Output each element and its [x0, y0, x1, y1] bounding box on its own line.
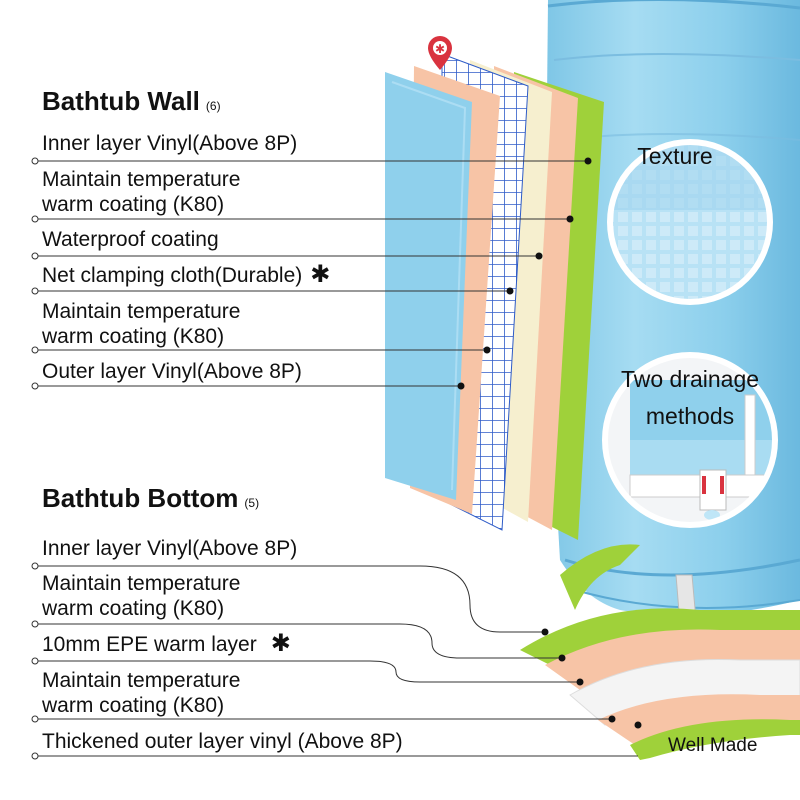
wall-layer-outer-vinyl — [385, 72, 472, 500]
wall-leader-dots — [457, 157, 592, 390]
wall-layer-count: (6) — [205, 99, 221, 113]
wall-layer-label-text: Net clamping cloth(Durable) — [42, 264, 303, 287]
wall-layer-label: Maintain temperature — [42, 168, 241, 191]
well-made-label: Well Made — [668, 735, 758, 756]
bottom-leader-lines — [35, 565, 638, 757]
wall-layer-label: Net clamping cloth(Durable) ✱ — [42, 262, 330, 288]
wall-heading: Bathtub Wall (6) — [42, 86, 221, 121]
bottom-layer-label-text: 10mm EPE warm layer — [42, 633, 257, 656]
drainage-label-line1: Two drainage — [620, 366, 760, 392]
bottom-layer-label: Maintain temperature — [42, 572, 241, 595]
asterisk-icon: ✱ — [270, 630, 291, 657]
wall-leader-start-dots — [31, 157, 39, 390]
bottom-title: Bathtub Bottom — [42, 483, 239, 513]
wall-layer-label: Inner layer Vinyl(Above 8P) — [42, 132, 298, 155]
wall-layer-label: Maintain temperature — [42, 300, 241, 323]
wall-layer-label: Outer layer Vinyl(Above 8P) — [42, 360, 302, 383]
wall-leader-lines — [35, 160, 588, 387]
bottom-layer-label: 10mm EPE warm layer ✱ — [42, 631, 291, 657]
wall-title: Bathtub Wall — [42, 86, 200, 116]
bottom-layer-label: Inner layer Vinyl(Above 8P) — [42, 537, 298, 560]
bottom-leader-dots — [541, 628, 642, 729]
svg-text:✱: ✱ — [435, 42, 445, 56]
bottom-layer-label: Maintain temperature — [42, 669, 241, 692]
bottom-layer-label-line2: warm coating (K80) — [42, 694, 225, 717]
wall-layer-stack — [385, 53, 604, 540]
bottom-layer-arcs — [520, 544, 800, 760]
asterisk-icon: ✱ — [310, 261, 331, 288]
wall-layer-label-line2: warm coating (K80) — [42, 193, 225, 216]
location-marker-icon: ✱ — [428, 36, 452, 70]
texture-label: Texture — [637, 143, 713, 169]
wall-layer-label-line2: warm coating (K80) — [42, 325, 225, 348]
drainage-callout-circle — [602, 352, 778, 528]
wall-layer-label: Waterproof coating — [42, 228, 219, 251]
drainage-label-line2: methods — [645, 403, 735, 429]
bottom-layer-label: Thickened outer layer vinyl (Above 8P) — [42, 730, 403, 753]
bottom-layer-label-line2: warm coating (K80) — [42, 597, 225, 620]
bottom-heading: Bathtub Bottom (5) — [42, 483, 259, 518]
bottom-leader-start-dots — [31, 562, 39, 760]
bottom-layer-count: (5) — [244, 496, 260, 510]
